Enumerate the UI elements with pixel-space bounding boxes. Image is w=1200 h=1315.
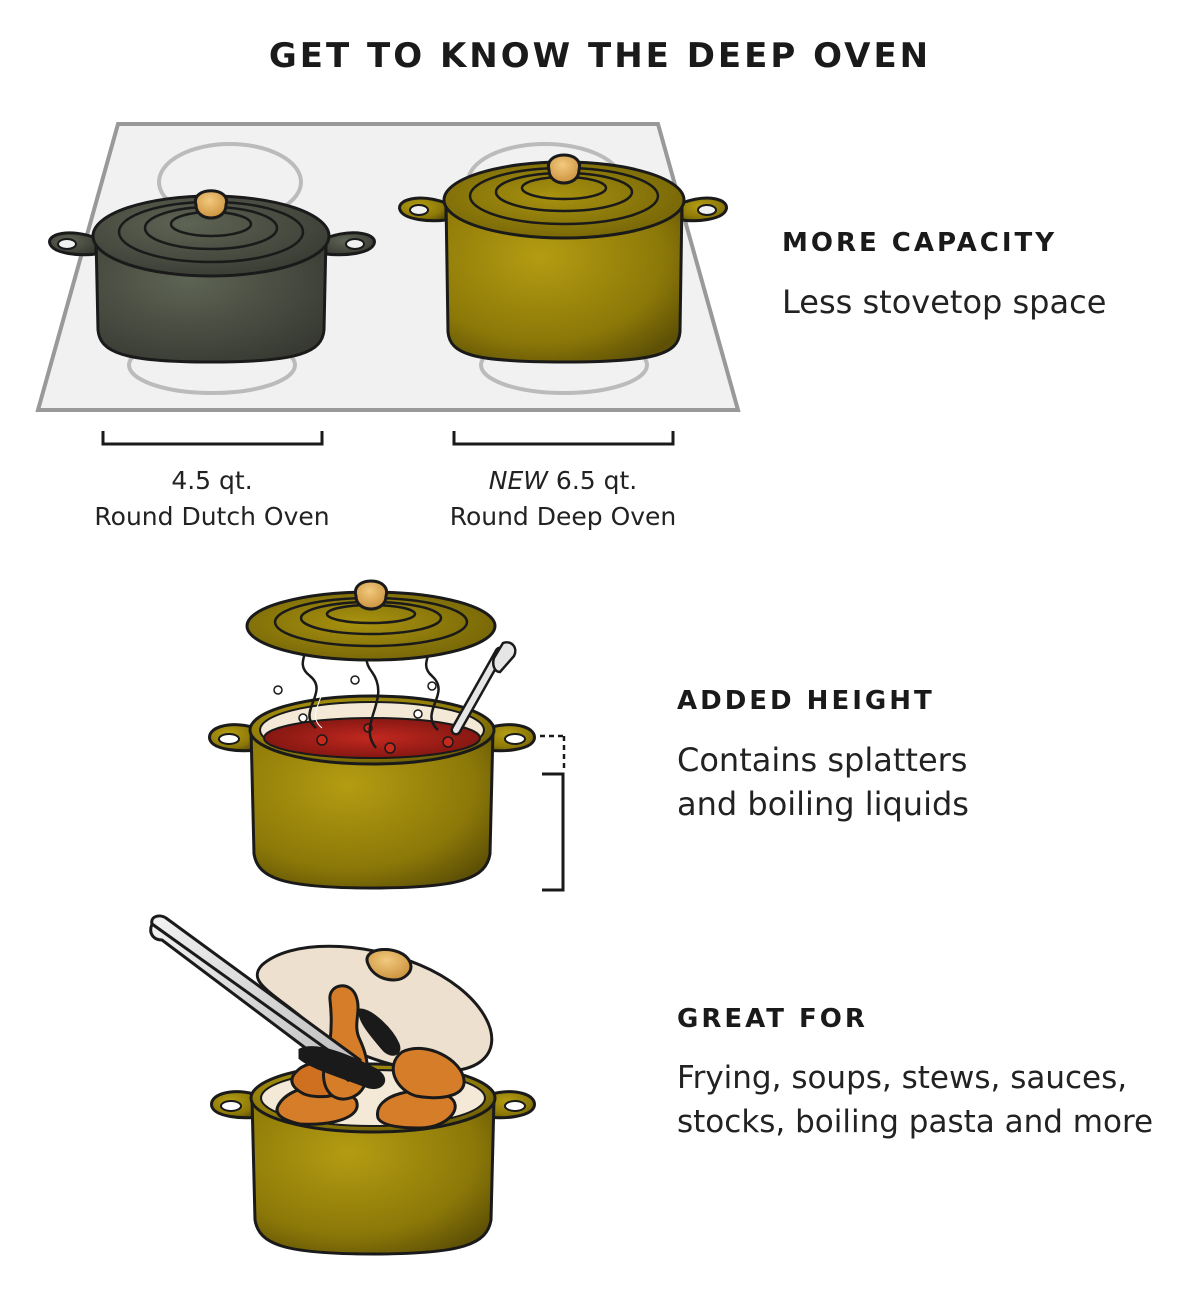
- size-bracket-right: [452, 431, 675, 446]
- deep-oven-icon: [398, 153, 728, 364]
- text-line: Less stovetop space: [782, 283, 1107, 321]
- frying-pot-icon: [149, 914, 536, 1256]
- caption-deep-oven-size: 6.5 qt.: [555, 466, 638, 495]
- heading-great-for: GREAT FOR: [677, 1004, 868, 1034]
- heading-more-capacity: MORE CAPACITY: [782, 228, 1058, 258]
- text-line: and boiling liquids: [677, 785, 969, 823]
- steaming-pot-icon: [208, 579, 536, 890]
- page-title: GET TO KNOW THE DEEP OVEN: [268, 36, 932, 76]
- size-bracket-left: [101, 431, 324, 446]
- heading-added-height: ADDED HEIGHT: [677, 686, 935, 716]
- text-great-for: Frying, soups, stews, sauces, stocks, bo…: [677, 1056, 1197, 1144]
- caption-dutch-oven-name: Round Dutch Oven: [94, 502, 330, 531]
- caption-dutch-oven: 4.5 qt. Round Dutch Oven: [62, 463, 362, 535]
- text-added-height: Contains splatters and boiling liquids: [677, 738, 1177, 826]
- text-more-capacity: Less stovetop space: [782, 280, 1192, 324]
- new-label: NEW: [488, 466, 548, 495]
- caption-deep-oven: NEW 6.5 qt. Round Deep Oven: [413, 463, 713, 535]
- text-line: Contains splatters: [677, 741, 968, 779]
- text-line: Frying, soups, stews, sauces,: [677, 1060, 1128, 1096]
- height-bracket: [540, 734, 566, 892]
- caption-dutch-oven-size: 4.5 qt.: [171, 466, 253, 495]
- dutch-oven-icon: [48, 189, 376, 364]
- caption-deep-oven-name: Round Deep Oven: [449, 502, 677, 531]
- text-line: stocks, boiling pasta and more: [677, 1104, 1154, 1140]
